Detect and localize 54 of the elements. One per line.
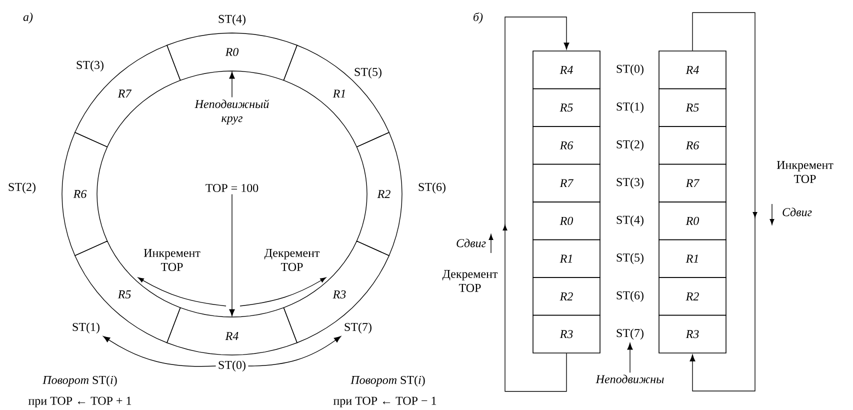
label: ST(5): [616, 253, 644, 264]
arrow: [229, 72, 235, 98]
register-cell: R7: [658, 164, 726, 202]
label: а): [23, 12, 33, 24]
annotation-text: ST(7): [344, 322, 372, 334]
arrow: [248, 336, 341, 366]
label: Поворот ST(i): [350, 376, 425, 386]
register-cell: R3: [532, 314, 600, 354]
label: Сдвиг: [456, 238, 486, 248]
arrow: [627, 342, 633, 373]
register-cell: R2: [658, 277, 726, 316]
label: ST(0): [616, 64, 644, 76]
annotation-text: TOP = 100: [206, 184, 258, 192]
label: ST(2): [8, 182, 36, 194]
arrow: [690, 12, 758, 392]
annotation-text: Неподвижный круг: [194, 99, 270, 125]
annotation-text: Неподвижны: [596, 374, 664, 384]
label: Инкремент TOP: [144, 249, 200, 271]
label: ST(5): [354, 68, 382, 78]
register-cell: R3: [658, 314, 726, 354]
arrow: [502, 16, 570, 392]
label: Инкремент TOP: [776, 161, 834, 183]
arrow: [229, 194, 235, 316]
label: Поворот ST(i): [42, 376, 117, 386]
register-cell: R1: [532, 239, 600, 278]
register-cell: R7: [532, 164, 600, 202]
label: ST(6): [616, 290, 644, 302]
label: при TOP ← TOP − 1: [333, 396, 436, 408]
annotation-text: ST(1): [72, 322, 100, 334]
annotation-text: ST(0): [218, 360, 246, 372]
register-cell: R2: [532, 277, 600, 316]
register-cell: R6: [532, 126, 600, 165]
label: Декремент TOP: [264, 249, 320, 271]
label: б): [474, 12, 483, 24]
label: ST(3): [76, 60, 104, 72]
register-cell: R6: [658, 126, 726, 165]
register-cell: R4: [658, 50, 726, 90]
annotation-text: ST(7): [616, 328, 644, 340]
label: ST(1): [616, 102, 644, 114]
label: ST(3): [616, 178, 644, 189]
register-cell: R0: [658, 202, 726, 240]
register-cell: R5: [658, 88, 726, 127]
label: Сдвиг: [782, 208, 812, 216]
label: Декремент TOP: [442, 270, 498, 292]
arrow: [103, 336, 216, 367]
register-cell: R1: [658, 239, 726, 278]
label: при TOP ← TOP + 1: [28, 396, 132, 408]
label: ST(6): [418, 182, 446, 194]
ring-sector: R4: [166, 307, 298, 356]
label: ST(4): [616, 215, 644, 226]
label: ST(2): [616, 140, 644, 151]
register-cell: R5: [532, 88, 600, 127]
register-cell: R0: [532, 202, 600, 240]
register-cell: R4: [532, 50, 600, 90]
